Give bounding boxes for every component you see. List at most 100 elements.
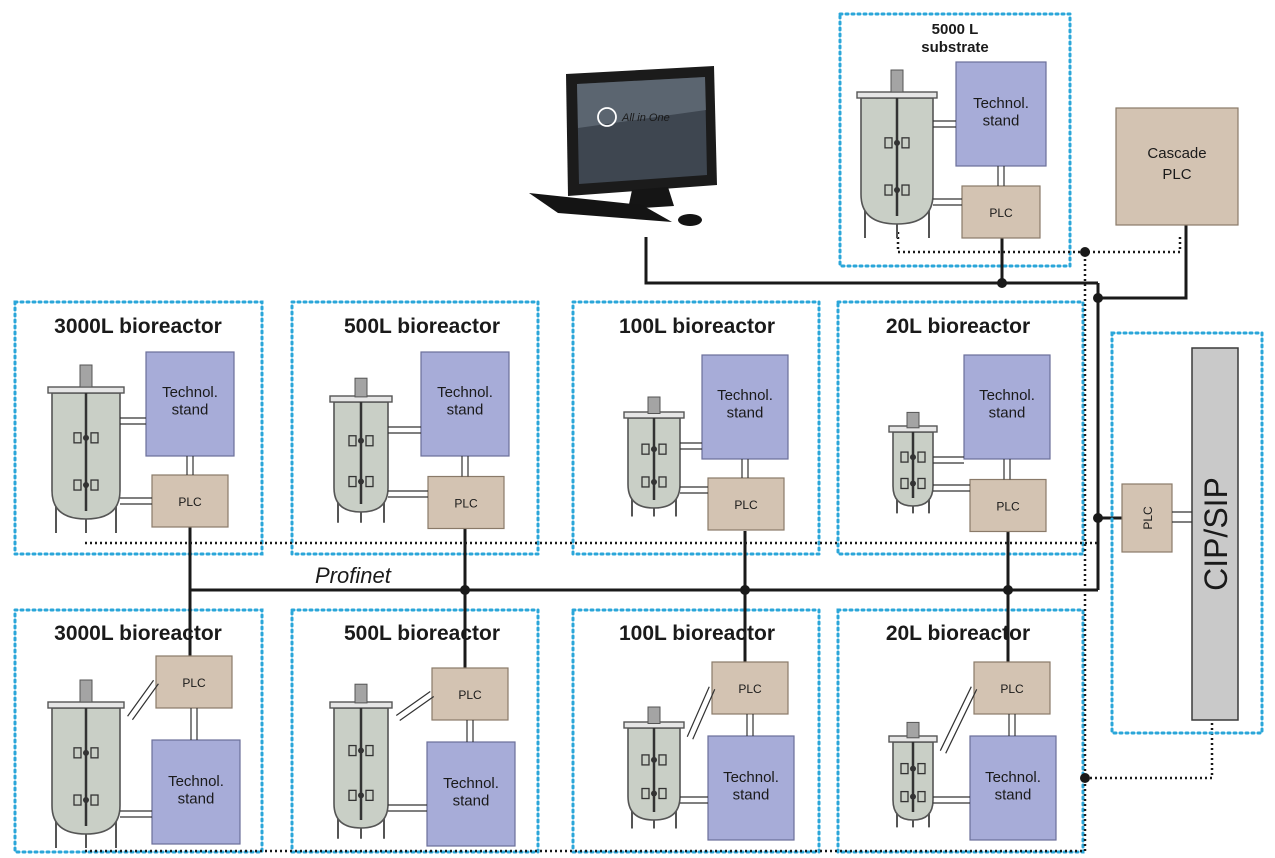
technol-stand-box (701, 354, 789, 460)
impeller-icon (365, 789, 374, 802)
stand-link-arrows (388, 804, 427, 812)
bioreactor-vessel-icon (888, 411, 938, 514)
impeller-icon (365, 475, 374, 488)
agitator-motor-icon (354, 683, 368, 704)
impeller-hub (83, 749, 89, 756)
reactor-title: 100L bioreactor (619, 315, 775, 338)
stand-plc-arrows (461, 456, 469, 477)
junction-7 (1080, 773, 1090, 783)
plc-label: PLC (454, 497, 478, 511)
impeller-icon (658, 443, 667, 455)
network-lines (85, 225, 1214, 853)
plc-box (973, 661, 1051, 715)
impeller-icon (348, 435, 357, 447)
bioreactor-vessel-icon (888, 721, 938, 828)
impeller-hub (83, 482, 89, 489)
cip-sip-station: CIP/SIP PLC (1110, 331, 1264, 735)
stand-link-arrows (120, 417, 146, 425)
plc-label: PLC (996, 500, 1020, 514)
agitator-motor-icon (890, 69, 904, 93)
plc-box (431, 667, 509, 721)
agitator-motor-icon (354, 377, 368, 398)
cip-arrows (1172, 511, 1192, 523)
impeller-hub (651, 756, 657, 763)
impeller-icon (658, 754, 667, 766)
plc-link-arrows (127, 679, 159, 721)
screen-glare (577, 77, 706, 128)
plc-label: PLC (178, 495, 202, 509)
impeller-icon (658, 787, 667, 800)
stand-plc-arrows (1003, 459, 1011, 480)
vessel-flange (47, 386, 125, 394)
stand-link-arrows (933, 120, 956, 128)
technol-stand-label: Technol.stand (985, 769, 1041, 803)
impeller-icon (901, 137, 910, 149)
impeller-icon (917, 477, 926, 490)
stand-link-arrows (680, 442, 702, 450)
impeller-hub (651, 478, 657, 485)
plc-label: PLC (1000, 682, 1024, 696)
impeller-icon (90, 794, 99, 806)
impeller-icon (901, 184, 910, 196)
impeller-icon (900, 762, 909, 775)
screen-text: All in One (621, 112, 670, 124)
impeller-icon (73, 794, 82, 806)
bioreactor-vessel-icon (329, 683, 393, 839)
all-in-one-computer: All in One (529, 66, 717, 226)
substrate-title-line1: 5000 L (932, 21, 979, 38)
cascade-plc-link (1098, 225, 1188, 300)
technol-stand-box (426, 741, 516, 847)
vessel-legs (864, 210, 930, 238)
impeller-hub (358, 437, 364, 444)
plc-stand-arrows (1008, 714, 1016, 736)
unit-frame (838, 12, 1072, 268)
cip-plc-box (1121, 483, 1173, 553)
profinet-label: Profinet (315, 563, 392, 588)
junction-3 (1003, 585, 1013, 595)
bioreactor-vessel-icon (623, 706, 685, 829)
impeller-hub (358, 792, 364, 799)
bioreactor-vessel-icon (47, 364, 125, 533)
impeller-hub (910, 480, 916, 487)
vessel-flange (856, 91, 938, 99)
technol-stand-box (955, 61, 1047, 167)
cascade-plc-line1: Cascade (1147, 145, 1206, 162)
unit-frame (13, 300, 264, 556)
impeller-hub (910, 793, 916, 800)
junction-2 (740, 585, 750, 595)
junction-1 (460, 585, 470, 595)
unit-frame (836, 300, 1085, 556)
hp-logo-icon (597, 107, 617, 127)
plc-label: PLC (182, 676, 206, 690)
junction-5 (1093, 293, 1103, 303)
plc-box (961, 185, 1041, 239)
technol-stand-label: Technol.stand (717, 387, 773, 421)
plc-link-arrows (933, 484, 970, 492)
plc-label: PLC (738, 682, 762, 696)
plc-stand-arrows (746, 714, 754, 736)
vessel-flange (47, 701, 125, 709)
plc-label: PLC (734, 498, 758, 512)
technol-stand-box (420, 351, 510, 457)
plc-link-arrows (388, 490, 428, 498)
utility-line-cip (1085, 722, 1214, 780)
technol-stand-box (145, 351, 235, 457)
stand-plc-arrows (186, 456, 194, 475)
utility-line-substrate (896, 232, 1182, 254)
impeller-icon (73, 479, 82, 491)
impeller-hub (358, 478, 364, 485)
impeller-icon (90, 432, 99, 444)
substrate-title-line2: substrate (921, 39, 989, 56)
stand-link-arrows (120, 810, 152, 818)
stand-link-arrows (933, 456, 964, 464)
impeller-hub (894, 139, 900, 146)
impeller-icon (641, 476, 650, 488)
reactor-title: 3000L bioreactor (54, 315, 222, 338)
unit-frame (290, 300, 540, 556)
impeller-icon (365, 435, 374, 447)
utility-line-bottom-row (85, 256, 1087, 853)
technol-stand-label: Technol.stand (979, 387, 1035, 421)
